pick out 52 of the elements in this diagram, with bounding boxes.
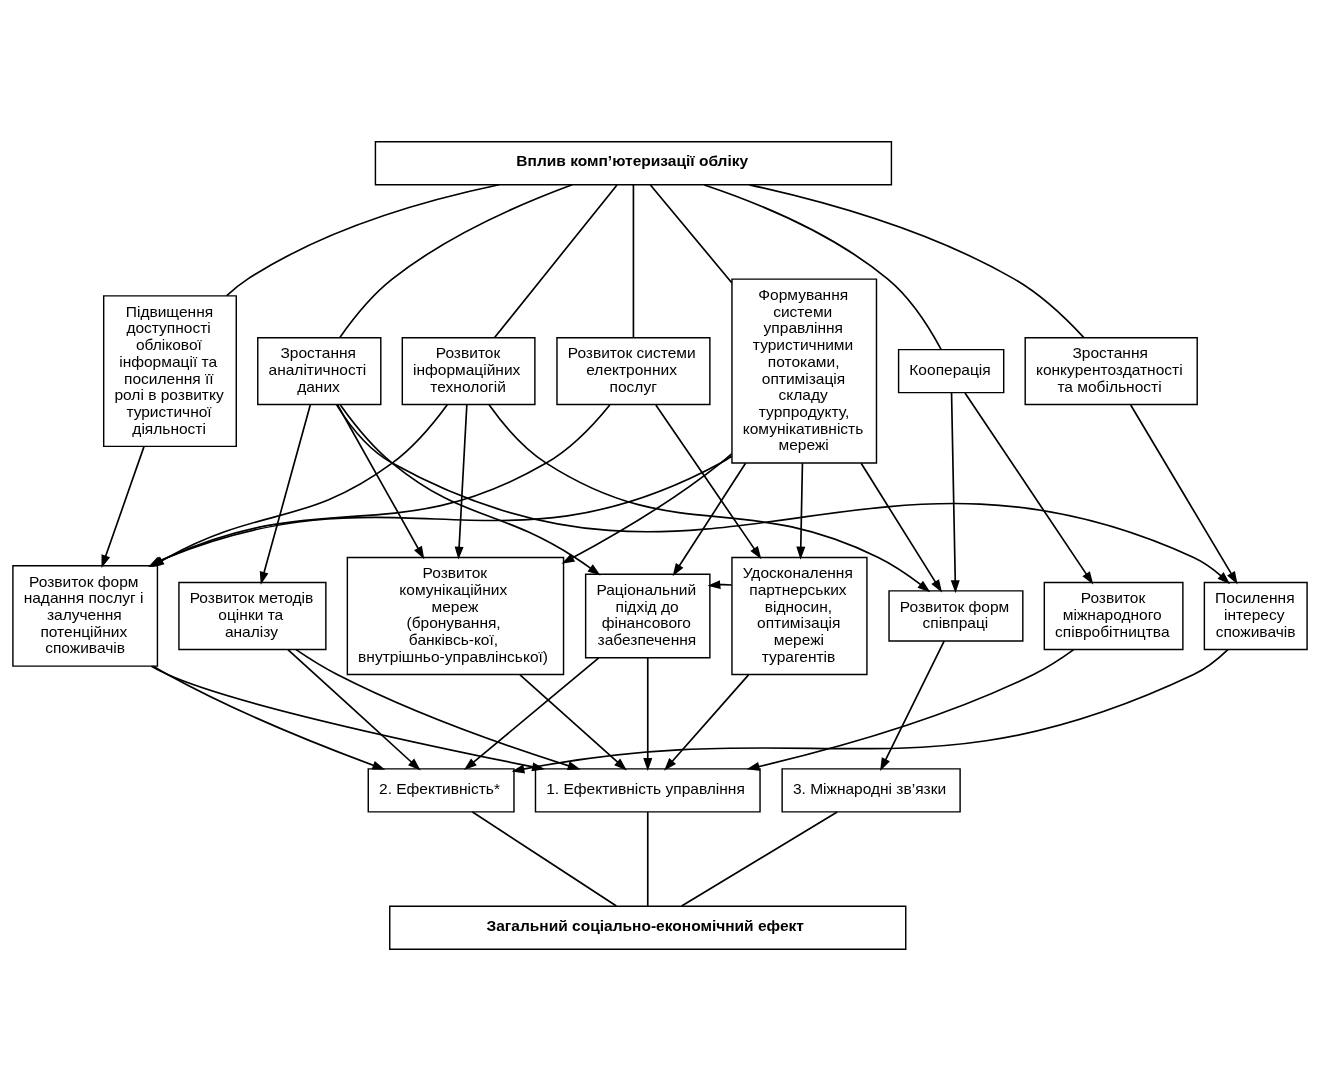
arrow	[1129, 404, 1238, 585]
arrow	[655, 404, 762, 560]
arrow	[335, 403, 1231, 585]
connector	[493, 184, 618, 339]
arrow	[454, 404, 468, 560]
arrow	[336, 404, 425, 560]
connector	[632, 184, 635, 339]
node-box: Удосконалення партнерських відносин, оптимізація мережі турагентів	[731, 556, 868, 676]
arrow	[950, 392, 960, 594]
arrow	[672, 462, 747, 577]
connector	[703, 184, 942, 351]
connector	[225, 183, 500, 297]
arrow	[643, 657, 653, 772]
node-box: Розвиток форм співпраці	[888, 590, 1024, 642]
node-box: Раціональний підхід до фінансового забезпечення	[584, 573, 711, 659]
arrow	[488, 403, 931, 593]
node-box: Розвиток методів оцінки та аналізу	[178, 581, 327, 651]
arrow	[259, 404, 312, 585]
connector	[748, 184, 1085, 339]
arrow	[339, 404, 601, 576]
arrow	[707, 580, 733, 590]
connector	[680, 811, 839, 907]
node-box: Розвиток форм надання послуг і залучення потенційних споживачів	[12, 565, 159, 667]
connector	[471, 811, 618, 907]
node-box: Розвиток комунікаційних мереж (бронування, банківсь-кої, внутрішньо-управлінської)	[346, 556, 565, 676]
arrow	[746, 648, 1075, 771]
arrow	[796, 462, 806, 560]
arrow	[561, 453, 733, 564]
node-box: 1. Ефективність управління	[534, 768, 761, 813]
connector	[339, 183, 573, 339]
node-box: 2. Ефективність*	[367, 768, 515, 813]
node-box: Вплив комп’ютеризації обліку	[374, 141, 893, 186]
arrow	[152, 665, 386, 770]
arrow	[880, 640, 945, 771]
node-box: Зростання аналітичності даних	[257, 336, 382, 406]
node-box: Розвиток міжнародного співробітництва	[1043, 581, 1184, 651]
node-box: Підвищення доступності облікової інформації та посилення її ролі в розвитку туристичної діяльності	[102, 295, 237, 448]
node-box: Загальний соціально-економічний ефект	[389, 905, 907, 950]
arrow	[287, 648, 421, 771]
node-box: Розвиток інформаційних технологій	[401, 336, 536, 406]
node-box: Розвиток системи електронних послуг	[556, 336, 711, 406]
connector	[649, 184, 733, 284]
node-box: Посилення інтересу споживачів	[1203, 581, 1308, 651]
node-box: 3. Міжнародні зв’язки	[781, 768, 961, 813]
node-box: Формування системи управління туристичними потоками, оптимізація складу турпродукту, комунікативність мережі	[731, 278, 878, 464]
arrow	[860, 462, 943, 593]
arrow	[664, 674, 750, 771]
arrow	[101, 445, 145, 569]
node-box: Кооперація	[897, 348, 1005, 394]
connector	[646, 811, 649, 907]
node-box: Зростання конкурентоздатності та мобільності	[1024, 336, 1198, 406]
arrow	[964, 392, 1094, 585]
